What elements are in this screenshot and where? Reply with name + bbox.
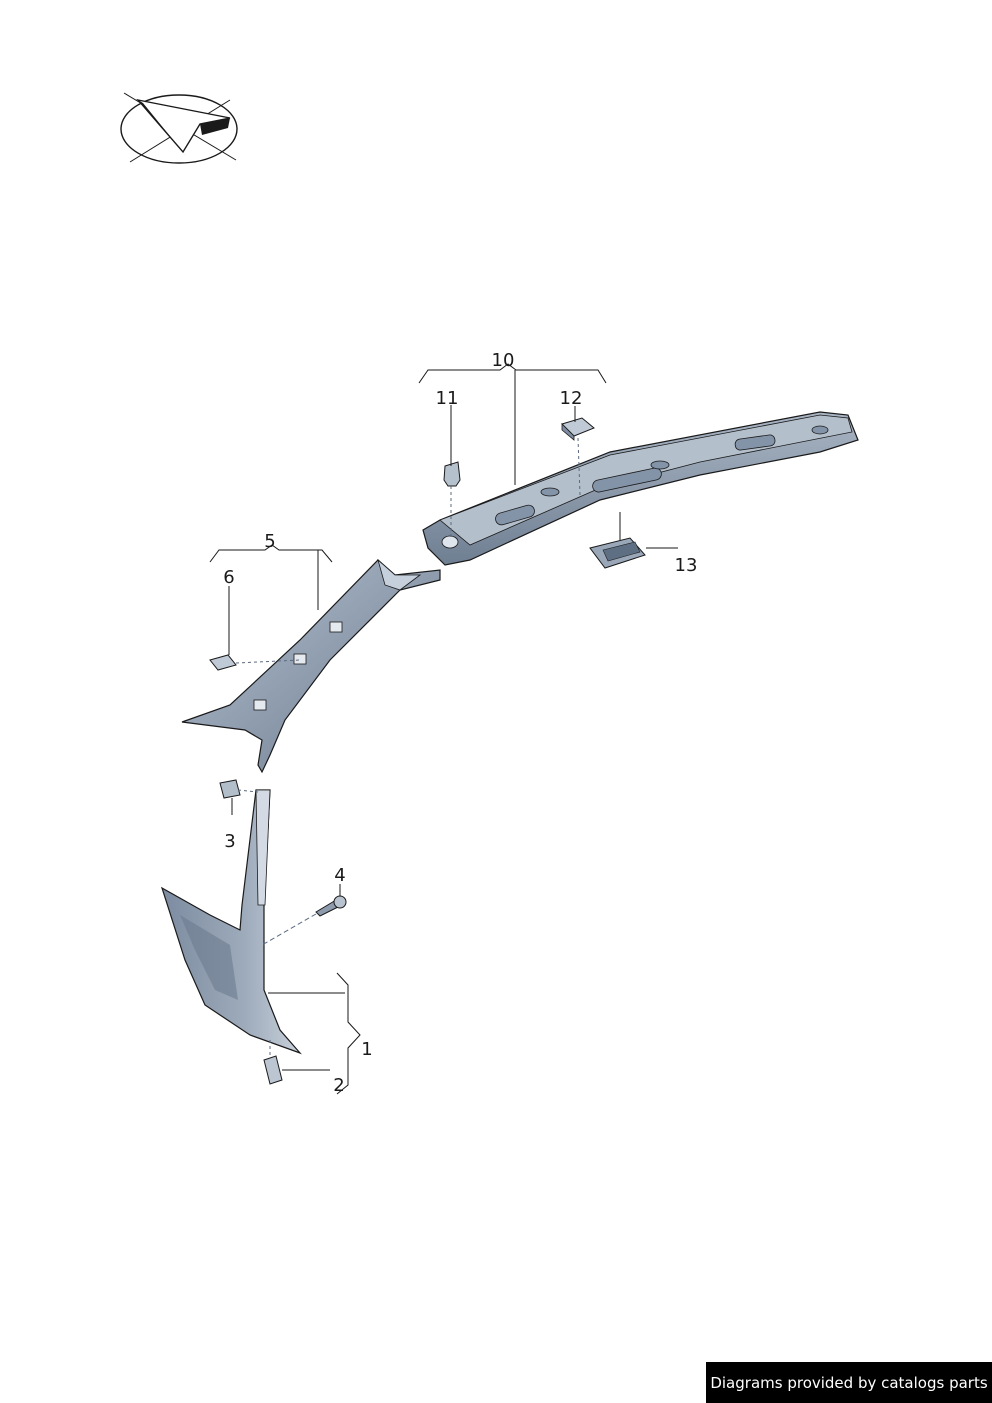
roof-trim-panel [422,411,859,566]
callout-12: 12 [560,388,583,409]
callout-6: 6 [223,567,234,588]
clip-12-icon [561,417,595,441]
orientation-symbol-icon [120,92,238,164]
clip-3-icon [219,779,241,799]
callout-4: 4 [334,865,345,886]
pillar-upper-trim [181,558,441,774]
clip-11-icon [443,461,461,487]
callout-10: 10 [492,350,515,371]
pillar-lower-trim [160,789,302,1055]
callout-11: 11 [436,388,459,409]
clip-6-icon [209,654,237,671]
clip-2-icon [263,1055,283,1085]
handle-13-icon [589,537,646,569]
screw-4-icon [315,895,347,917]
callout-1: 1 [361,1039,372,1060]
leader-lines [209,363,678,1095]
callout-5: 5 [264,531,275,552]
callout-3: 3 [224,831,235,852]
callout-13: 13 [675,555,698,576]
diagram-credit-banner: Diagrams provided by catalogs parts [706,1362,992,1403]
callout-2: 2 [333,1075,344,1096]
